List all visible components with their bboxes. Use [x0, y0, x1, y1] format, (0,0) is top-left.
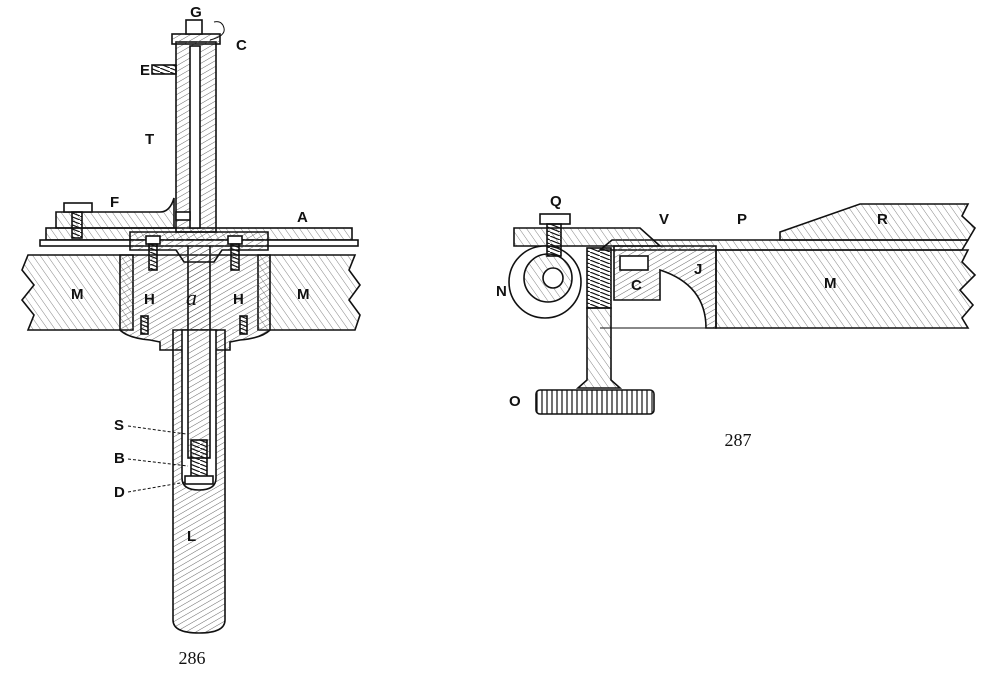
bracket-inner	[619, 255, 649, 271]
label-O: O	[509, 393, 521, 410]
label-J: J	[694, 261, 702, 278]
hub-screw-right	[227, 235, 243, 271]
label-Q: Q	[550, 193, 562, 210]
label-H-right: H	[233, 291, 244, 308]
screw-Q	[539, 213, 571, 257]
adjusting-screw-B	[190, 439, 208, 479]
lift-screw	[586, 247, 612, 309]
spring-C	[209, 21, 225, 41]
label-M: M	[824, 275, 837, 292]
label-S: S	[114, 417, 124, 434]
caption-286: 286	[179, 648, 206, 668]
figure-286	[20, 19, 361, 634]
figure-287-labels: Q V P R N C J M O 287	[496, 193, 888, 450]
figure-287	[508, 203, 977, 415]
lift-column	[575, 307, 623, 389]
label-H-left: H	[144, 291, 155, 308]
label-A: A	[297, 209, 308, 226]
label-V: V	[659, 211, 669, 228]
label-T: T	[145, 131, 154, 148]
hub-screw-left	[145, 235, 161, 271]
upright-slot	[189, 45, 201, 229]
label-G: G	[190, 4, 202, 21]
knurled-wheel-O	[535, 389, 655, 415]
label-N: N	[496, 283, 507, 300]
fence-screw	[63, 202, 93, 239]
table-block-M	[715, 249, 977, 329]
wedge-R	[779, 203, 977, 241]
plate-V	[513, 227, 663, 247]
top-screw-G	[185, 19, 203, 35]
label-P: P	[737, 211, 747, 228]
hub-bolt-right	[239, 315, 248, 335]
caption-287: 287	[725, 430, 752, 450]
wheel-N-hub	[542, 267, 564, 289]
label-M-right: M	[297, 286, 310, 303]
label-F: F	[110, 194, 119, 211]
label-R: R	[877, 211, 888, 228]
nut-D	[184, 475, 214, 485]
label-M-left: M	[71, 286, 84, 303]
leader-B	[127, 458, 189, 467]
fence-F	[55, 197, 175, 229]
hub-bolt-left	[140, 315, 149, 335]
label-E: E	[140, 62, 150, 79]
spindle	[187, 239, 211, 459]
upright-key	[175, 211, 191, 221]
label-C: C	[236, 37, 247, 54]
label-D: D	[114, 484, 125, 501]
figure-286-labels: G C E T F A M H a H M S B D L 286	[71, 4, 310, 668]
side-screw-E	[151, 64, 177, 75]
label-B: B	[114, 450, 125, 467]
label-C: C	[631, 277, 642, 294]
label-a: a	[186, 285, 197, 310]
table-block-right	[257, 254, 361, 331]
label-L: L	[187, 528, 196, 545]
